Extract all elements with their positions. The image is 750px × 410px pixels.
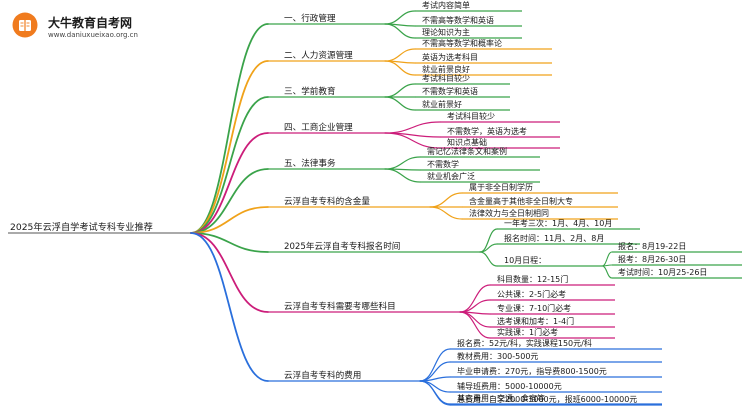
root-label: 2025年云浮自学考试专科专业推荐 (10, 221, 153, 233)
branch-label-8: 云浮自考专科需要考哪些科目 (284, 300, 396, 312)
branch-connector-2 (190, 60, 269, 234)
leaf-label-5-3: 就业机会广泛 (427, 171, 475, 181)
branch-connector-1 (190, 23, 269, 234)
leaf-label-6-3: 法律效力与全日制相同 (469, 208, 549, 218)
branch-label-3: 三、学前教育 (284, 85, 336, 97)
leaf-label-2-3: 就业前景良好 (422, 64, 470, 74)
leaf-connector-1-3 (384, 23, 416, 39)
leaf-label-9-6: 总费用：自学2000-3000元，报班6000-10000元 (457, 394, 637, 404)
leaf-connector-6-1 (429, 192, 463, 208)
leaf-label-8-2: 公共课：2-5门必考 (497, 289, 566, 299)
leaf-label-5-1: 需记忆法律条文和案例 (427, 146, 507, 156)
leaf-connector-9-1 (419, 348, 451, 382)
leaf-connector-8-1 (459, 284, 491, 313)
sub-connector-1 (601, 251, 613, 267)
leaf-connector-8-2 (459, 299, 491, 313)
leaf-label-9-3: 毕业申请费：270元，指导费800-1500元 (457, 366, 607, 376)
leaf-label-8-4: 选考课和加考：1-4门 (497, 316, 574, 326)
branch-label-9: 云浮自考专科的费用 (284, 369, 361, 381)
branch-label-1: 一、行政管理 (284, 12, 336, 24)
branch-connector-7 (190, 232, 269, 253)
leaf-label-9-5: 其它费用：交通、食宿等 (457, 393, 545, 403)
leaf-label-3-1: 考试科目较少 (422, 73, 470, 83)
leaf-label-3-2: 不需数学和英语 (422, 86, 478, 96)
leaf-label-8-5: 实践课：1门必考 (497, 327, 558, 337)
leaf-connector-3-1 (384, 83, 416, 98)
leaf-connector-3-3 (384, 96, 416, 111)
leaf-connector-2-3 (384, 60, 416, 76)
leaf-label-2-2: 英语为选考科目 (422, 52, 478, 62)
leaf-connector-8-5 (459, 311, 491, 339)
branch-connector-9 (190, 232, 269, 382)
branch-label-6: 云浮自考专科的含金量 (284, 195, 370, 207)
book-icon (12, 12, 38, 38)
sub-label-3: 考试时间：10月25-26日 (618, 267, 707, 277)
leaf-label-6-2: 含金量高于其他非全日制大专 (469, 196, 573, 206)
leaf-label-4-3: 知识点基础 (447, 137, 487, 147)
leaf-connector-9-4 (419, 380, 451, 393)
branch-label-7: 2025年云浮自考专科报名时间 (284, 240, 400, 252)
leaf-label-1-1: 考试内容简单 (422, 0, 470, 10)
leaf-label-8-3: 专业课：7-10门必考 (497, 303, 571, 313)
leaf-label-1-3: 理论知识为主 (422, 27, 470, 37)
branch-connector-4 (190, 132, 269, 234)
leaf-label-7-2: 报名时间：11月、2月、8月 (504, 233, 604, 243)
leaf-label-4-1: 考试科目较少 (447, 111, 495, 121)
branch-connector-8 (190, 232, 269, 313)
sub-connector-3 (601, 265, 613, 279)
leaf-connector-9-6 (419, 380, 451, 406)
leaf-label-6-1: 属于非全日制学历 (469, 182, 533, 192)
leaf-connector-5-1 (384, 156, 421, 170)
sub-label-1: 报名：8月19-22日 (618, 241, 686, 251)
logo-url: www.daniuxueixao.org.cn (48, 31, 138, 39)
branch-label-2: 二、人力资源管理 (284, 49, 353, 61)
site-logo[interactable]: 大牛教育自考网 www.daniuxueixao.org.cn (6, 8, 156, 48)
leaf-connector-4-1 (384, 121, 441, 134)
leaf-label-8-1: 科目数量：12-15门 (497, 274, 568, 284)
branch-connector-6 (190, 206, 269, 234)
leaf-connector-1-1 (384, 10, 416, 25)
leaf-label-9-4: 辅导班费用：5000-10000元 (457, 381, 562, 391)
leaf-connector-2-1 (384, 48, 416, 62)
leaf-label-7-3: 10月日程： (504, 256, 546, 265)
leaf-label-5-2: 不需数学 (427, 159, 459, 169)
branch-label-4: 四、工商企业管理 (284, 121, 353, 133)
logo-title: 大牛教育自考网 (48, 16, 133, 30)
leaf-label-9-2: 教材费用：300-500元 (457, 351, 538, 361)
leaf-connector-4-3 (384, 132, 441, 149)
leaf-label-7-1: 一年考三次：1月、4月、10月 (504, 218, 612, 228)
leaf-connector-7-3 (479, 251, 498, 267)
sub-label-2: 报考：8月26-30日 (618, 254, 686, 264)
leaf-label-9-1: 报名费：52元/科，实践课程150元/科 (457, 338, 592, 348)
branch-connector-5 (190, 168, 269, 234)
leaf-label-2-1: 不需高等数学和概率论 (422, 38, 502, 48)
branch-connector-3 (190, 96, 269, 234)
leaf-connector-6-3 (429, 206, 463, 220)
leaf-label-3-3: 就业前景好 (422, 99, 462, 109)
branch-label-5: 五、法律事务 (284, 157, 336, 169)
leaf-label-4-2: 不需数学，英语为选考 (447, 126, 527, 136)
leaf-connector-9-3 (419, 376, 451, 382)
leaf-label-1-2: 不需高等数学和英语 (422, 15, 494, 25)
leaf-connector-5-3 (384, 168, 421, 183)
